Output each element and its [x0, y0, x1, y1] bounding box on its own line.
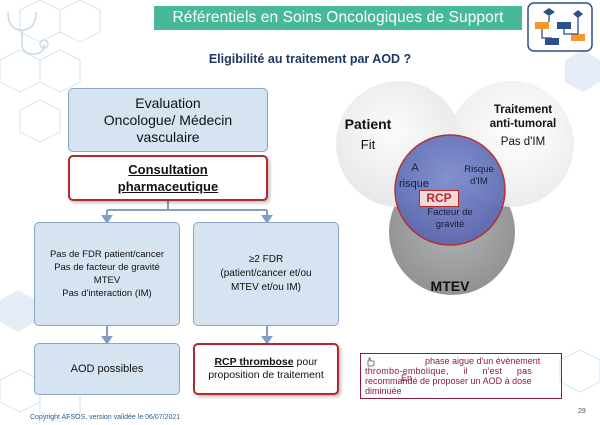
rcp-line-2: proposition de traitement [208, 369, 324, 381]
venn-patient-title: Patient [344, 116, 392, 132]
page-title: Eligibilité au traitement par AOD ? [208, 52, 412, 66]
aod-possible-label: AOD possibles [70, 363, 144, 375]
consultation-line-1: Consultation [128, 162, 208, 177]
note-line-3-overlap: En [401, 373, 413, 383]
afsos-logo [527, 2, 593, 52]
stethoscope-decoration [7, 11, 45, 55]
aod-possible-box: AOD possibles [34, 343, 180, 395]
footer-copyright: Copyright AFSOS, version validée le 06/0… [30, 414, 181, 421]
note-line-1: phase aigue d'un évènement [425, 356, 541, 366]
rcp-pour-label: pour [293, 356, 318, 368]
venn-treatment-title-2: anti-tumoral [489, 118, 557, 130]
rcp-line-1: RCP thrombose pour [214, 356, 317, 369]
venn-patient-fit: Fit [360, 137, 376, 152]
venn-facteur-1: Facteur de [427, 207, 473, 218]
rcp-thrombose-box: RCP thrombose pour proposition de traite… [193, 343, 339, 395]
venn-treatment-sub: Pas d'IM [500, 136, 546, 148]
evaluation-line-3: vasculaire [136, 128, 200, 145]
no-risk-criteria-box: Pas de FDR patient/cancer Pas de facteur… [34, 222, 180, 326]
risk-factors-box: ≥2 FDR (patient/cancer et/ou MTEV et/ou … [193, 222, 339, 326]
consultation-box: Consultation pharmaceutique [68, 155, 268, 201]
risk-line-3: MTEV et/ou IM) [230, 282, 301, 293]
criteria-line-4: Pas d'interaction (IM) [62, 288, 152, 299]
risk-line-2: (patient/cancer et/ou [220, 268, 312, 279]
header-banner: Référentiels en Soins Oncologiques de Su… [154, 6, 522, 30]
venn-risque-im-1: Risque [464, 164, 494, 175]
venn-treatment-title-1: Traitement [493, 104, 553, 116]
note-line-2: thrombo-embolique, il n'est pas [365, 366, 532, 376]
venn-risque-im-2: d'IM [470, 176, 488, 187]
venn-mtev-title: MTEV [430, 278, 470, 294]
criteria-line-3: MTEV [93, 275, 121, 286]
criteria-line-1: Pas de FDR patient/cancer [49, 249, 165, 260]
venn-facteur-2: gravité [435, 219, 465, 230]
venn-a-risque-2: risque [399, 178, 429, 190]
rcp-thrombose-label: RCP thrombose [214, 356, 294, 368]
note-line-3: recommandé de proposer un AOD à dose En [365, 373, 557, 386]
banner-title: Référentiels en Soins Oncologiques de Su… [172, 9, 504, 26]
venn-rcp-label: RCP [419, 190, 459, 207]
page-number: 29 [578, 408, 586, 415]
venn-a-risque-1: A [411, 162, 419, 174]
criteria-line-2: Pas de facteur de gravité [54, 262, 160, 273]
note-box: phase aigue d'un évènement thrombo-embol… [360, 353, 562, 399]
note-line-4: diminuée [365, 386, 402, 396]
hand-pointer-icon [367, 357, 375, 367]
note-line-3-text: recommandé de proposer un AOD à dose [365, 376, 532, 386]
consultation-line-2: pharmaceutique [117, 179, 219, 194]
evaluation-line-1: Evaluation [135, 94, 201, 111]
evaluation-box: Evaluation Oncologue/ Médecin vasculaire [68, 88, 268, 152]
evaluation-line-2: Oncologue/ Médecin [103, 111, 233, 128]
risk-line-1: ≥2 FDR [248, 254, 284, 265]
